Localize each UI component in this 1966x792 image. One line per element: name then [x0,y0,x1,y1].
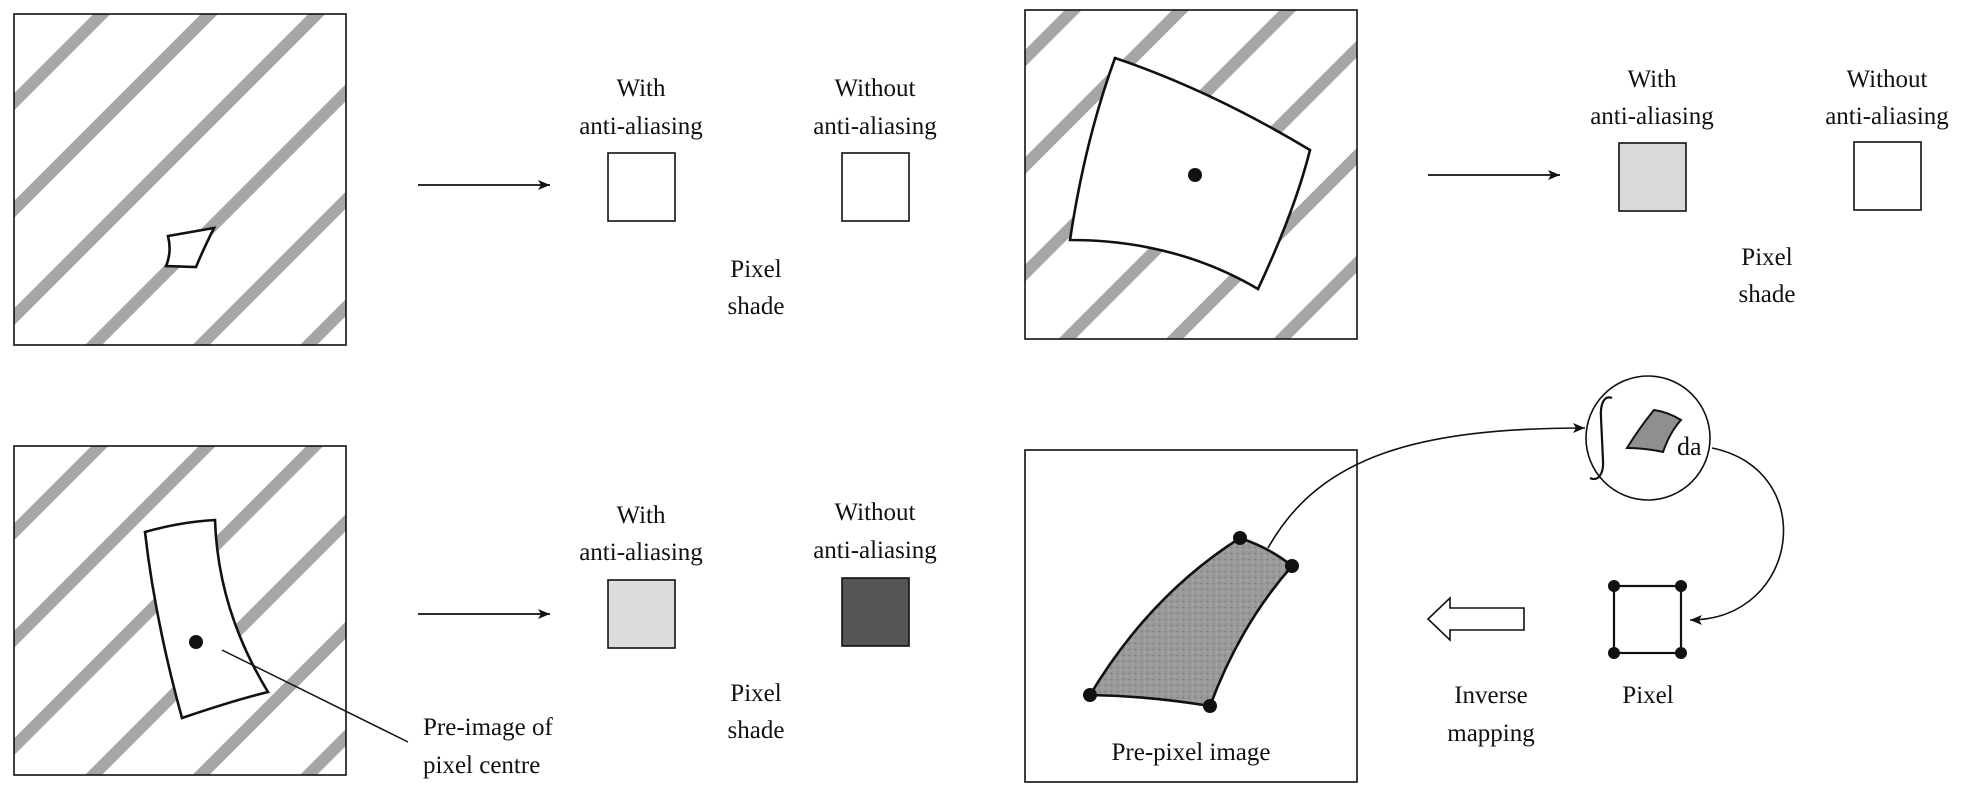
pixel-centre-dot [189,635,203,649]
panel-bottom-left: With anti-aliasing Without anti-aliasing… [13,445,937,779]
pixel-corner-dot [1608,580,1620,592]
pixel-centre-dot [1188,168,1202,182]
pre-image-corner-dot [1083,688,1097,702]
medium-pre-image-quad [143,518,271,720]
panel-top-right: With anti-aliasing Without anti-aliasing… [1024,9,1949,340]
with-label-line1: With [617,502,666,529]
without-label-line2: anti-aliasing [813,537,937,564]
pre-image-corner-dot [1233,531,1247,545]
without-label-line1: Without [835,499,916,526]
pixel-without-anti-aliasing [1853,141,1922,211]
pixel-shade-line1: Pixel [1741,244,1792,271]
pixel-corner-dot [1608,647,1620,659]
pre-image-corner-dot [1285,559,1299,573]
tiny-pre-image-quad [164,226,217,269]
pixel-with-anti-aliasing [607,579,676,649]
integral-sign-icon [1589,396,1613,481]
pixel-corner-dot [1675,580,1687,592]
pixel-shade-line1: Pixel [730,680,781,707]
integral-da-label: da [1677,432,1702,461]
pixel-corner-dot [1675,647,1687,659]
panel-bottom-right: Pre-pixel image da Pixel Inverse mapping [1024,375,1785,783]
result-arrow [1689,447,1785,625]
without-label-line2: anti-aliasing [813,113,937,140]
pre-image-label-line2: pixel centre [423,752,540,779]
pixel-shade-line2: shade [1739,281,1796,308]
pre-image-label-line1: Pre-image of [423,714,553,741]
with-label-line2: anti-aliasing [1590,103,1714,130]
pixel-shade-line2: shade [728,717,785,744]
pixel-with-anti-aliasing [1618,142,1687,212]
pre-pixel-image-label: Pre-pixel image [1112,739,1271,766]
pixel-without-anti-aliasing [841,577,910,647]
pixel-shade-line1: Pixel [730,256,781,283]
area-element-patch [1625,408,1683,454]
integration-arrow [1267,423,1586,549]
without-label-line1: Without [835,75,916,102]
pixel-shade-line2: shade [728,293,785,320]
without-label-line2: anti-aliasing [1825,103,1949,130]
with-label-line1: With [1628,66,1677,93]
pre-image-leader-line [221,649,409,743]
without-label-line1: Without [1847,66,1928,93]
output-pixel-square [1612,584,1683,655]
pixel-with-anti-aliasing [607,152,676,222]
inverse-mapping-line1: Inverse [1454,682,1528,709]
hollow-left-arrow-icon [1426,596,1525,642]
with-label-line2: anti-aliasing [579,113,703,140]
with-label-line1: With [617,75,666,102]
striped-texture-square [13,13,347,346]
with-label-line2: anti-aliasing [579,539,703,566]
panel-top-left: With anti-aliasing Without anti-aliasing… [13,13,937,346]
pixel-label: Pixel [1622,682,1673,709]
pre-image-corner-dot [1203,699,1217,713]
pixel-without-anti-aliasing [841,152,910,222]
inverse-mapping-line2: mapping [1447,720,1535,747]
